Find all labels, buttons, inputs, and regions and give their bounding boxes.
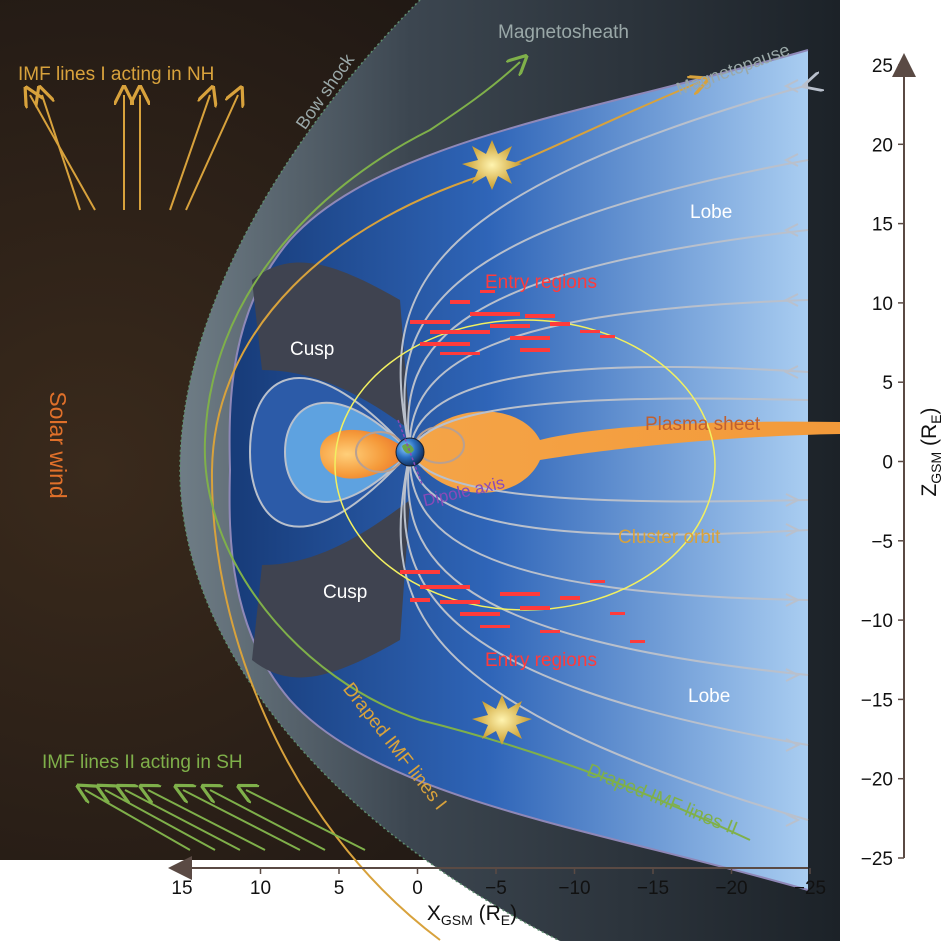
entry-dots-north xyxy=(410,290,615,355)
x-tick-label: −15 xyxy=(637,878,669,899)
reconnection-star-south xyxy=(472,695,532,745)
x-tick-label: 0 xyxy=(412,878,423,899)
axis-panel xyxy=(840,0,946,941)
z-axis-ticks: 25 20 15 10 5 0 −5 −10 −15 −20 −25 xyxy=(861,56,904,870)
dipole-axis-line xyxy=(397,419,423,485)
z-tick-label: 15 xyxy=(872,215,893,236)
x-axis-ticks: 15 10 5 0 −5 −10 −15 −20 −25 xyxy=(171,868,826,899)
cusp-north-label: Cusp xyxy=(290,339,334,360)
z-tick-label: −15 xyxy=(861,690,893,711)
dayside-plasma xyxy=(320,429,410,479)
bow-shock-line xyxy=(179,0,561,942)
magnetosheath-label: Magnetosheath xyxy=(498,22,629,43)
z-tick-label: 20 xyxy=(872,135,893,156)
reconnection-star-north xyxy=(462,140,522,190)
draped-imf-line-2 xyxy=(203,62,751,841)
entry-south-label: Entry regions xyxy=(485,650,597,671)
x-tick-label: −20 xyxy=(715,878,747,899)
x-tick-label: 5 xyxy=(334,878,345,899)
x-tick-label: 15 xyxy=(171,878,192,899)
cusp-south-label: Cusp xyxy=(323,582,367,603)
imf-sh-label: IMF lines II acting in SH xyxy=(42,752,243,773)
entry-north-label: Entry regions xyxy=(485,272,597,293)
z-tick-label: 25 xyxy=(872,56,893,77)
x-tick-label: 10 xyxy=(250,878,271,899)
draped-imf-line-1 xyxy=(210,82,700,941)
tail-field-lines-south xyxy=(399,451,809,821)
z-tick-label: 10 xyxy=(872,294,893,315)
z-tick-label: −20 xyxy=(861,770,893,791)
entry-dots-south xyxy=(400,570,645,643)
lobe-north-label: Lobe xyxy=(690,202,732,223)
x-tick-label: −25 xyxy=(794,878,826,899)
cluster-orbit-label: Cluster orbit xyxy=(618,527,721,548)
x-tick-label: −10 xyxy=(558,878,590,899)
lobe-south-label: Lobe xyxy=(688,686,730,707)
z-tick-label: −5 xyxy=(871,532,893,553)
z-tick-label: 5 xyxy=(882,373,893,394)
z-tick-label: −25 xyxy=(861,849,893,870)
cusp-south-region xyxy=(252,500,410,678)
cusp-north-region xyxy=(252,262,410,430)
magnetopause-line xyxy=(228,49,809,891)
solar-wind-label: Solar wind xyxy=(45,391,71,498)
z-tick-label: −10 xyxy=(861,611,893,632)
x-axis-label: XGSM (RE) xyxy=(427,902,517,928)
imf-nh-arrows xyxy=(30,95,238,211)
z-axis-label: ZGSM (RE) xyxy=(918,407,944,496)
x-tick-label: −5 xyxy=(485,878,507,899)
field-arrows xyxy=(783,79,801,827)
plasma-sheet-region xyxy=(410,411,840,493)
z-tick-label: 0 xyxy=(882,453,893,474)
imf-nh-label: IMF lines I acting in NH xyxy=(18,64,214,85)
plasma-sheet-label: Plasma sheet xyxy=(645,414,761,435)
imf-sh-arrows xyxy=(85,790,366,851)
